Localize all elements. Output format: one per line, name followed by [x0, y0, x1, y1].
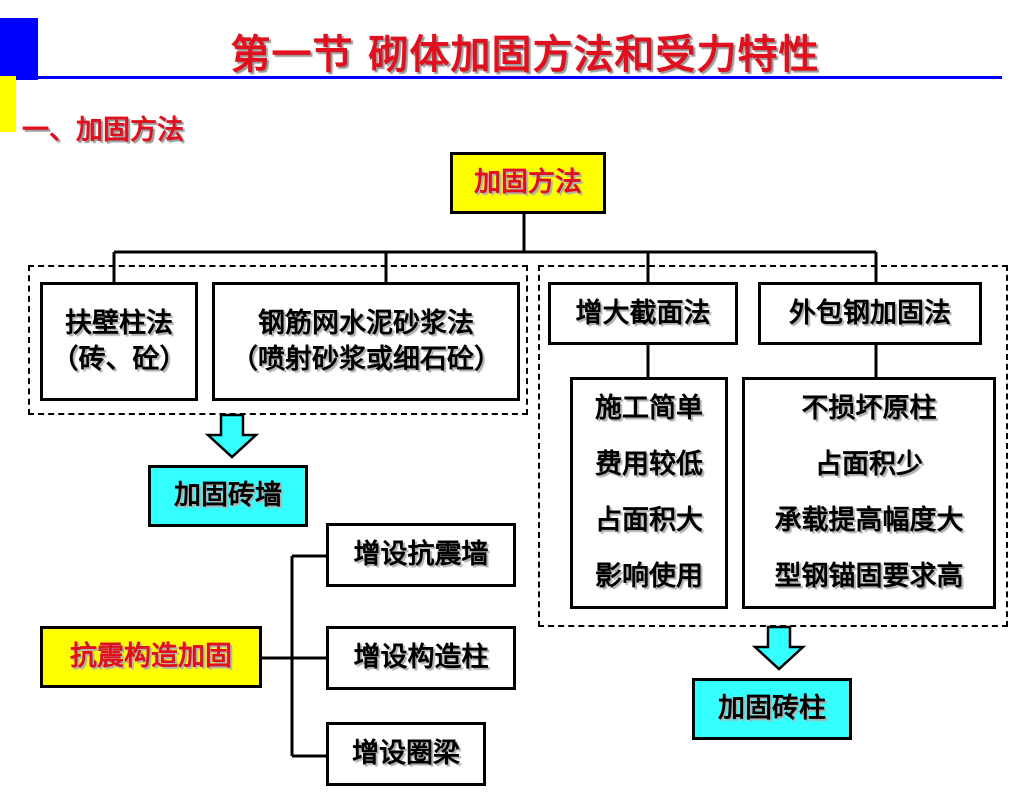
seismic-item-label: 增设构造柱	[353, 642, 489, 674]
method-buttress-name: 扶壁柱法	[65, 308, 173, 340]
feature-item: 型钢锚固要求高	[774, 561, 964, 592]
header-yellow-bar	[0, 76, 16, 132]
result-wall: 加固砖墙	[148, 465, 308, 527]
section-subtitle: 一、加固方法	[22, 115, 184, 146]
method-buttress-note: （砖、砼）	[51, 343, 187, 375]
feature-item: 费用较低	[595, 449, 703, 480]
feature-item: 不损坏原柱	[801, 393, 937, 424]
seismic-label: 抗震构造加固	[70, 641, 232, 673]
method-buttress: 扶壁柱法 （砖、砼）	[40, 282, 198, 401]
result-wall-label: 加固砖墙	[174, 480, 282, 512]
dashed-group-wall	[28, 265, 528, 415]
arrow-down-icon	[751, 625, 807, 671]
feature-item: 影响使用	[595, 561, 703, 592]
root-node: 加固方法	[450, 152, 606, 214]
root-label: 加固方法	[474, 167, 582, 199]
header-rule	[36, 76, 1002, 79]
seismic-item: 增设抗震墙	[326, 523, 516, 587]
seismic-item: 增设圈梁	[326, 722, 486, 786]
method-steel: 外包钢加固法	[758, 282, 982, 345]
method-steel-name: 外包钢加固法	[789, 297, 951, 329]
enlarge-features: 施工简单 费用较低 占面积大 影响使用	[570, 377, 728, 609]
feature-item: 施工简单	[595, 393, 703, 424]
page-title: 第一节 砌体加固方法和受力特性	[230, 32, 820, 78]
feature-item: 占面积大	[595, 505, 703, 536]
result-column: 加固砖柱	[692, 678, 852, 740]
method-mesh-note: （喷射砂浆或细石砼）	[231, 343, 501, 375]
seismic-node: 抗震构造加固	[40, 626, 262, 688]
result-column-label: 加固砖柱	[718, 693, 826, 725]
seismic-item-label: 增设抗震墙	[353, 539, 489, 571]
method-enlarge: 增大截面法	[548, 282, 738, 345]
dashed-group-column	[538, 265, 1008, 627]
arrow-down-icon	[204, 413, 260, 459]
feature-item: 占面积少	[815, 449, 923, 480]
steel-features: 不损坏原柱 占面积少 承载提高幅度大 型钢锚固要求高	[742, 377, 996, 609]
feature-item: 承载提高幅度大	[774, 505, 964, 536]
header-blue-bar	[0, 18, 38, 80]
method-enlarge-name: 增大截面法	[575, 297, 711, 329]
method-mesh-name: 钢筋网水泥砂浆法	[258, 308, 474, 340]
seismic-item: 增设构造柱	[326, 626, 516, 690]
seismic-item-label: 增设圈梁	[352, 738, 460, 770]
method-mesh: 钢筋网水泥砂浆法 （喷射砂浆或细石砼）	[212, 282, 520, 401]
